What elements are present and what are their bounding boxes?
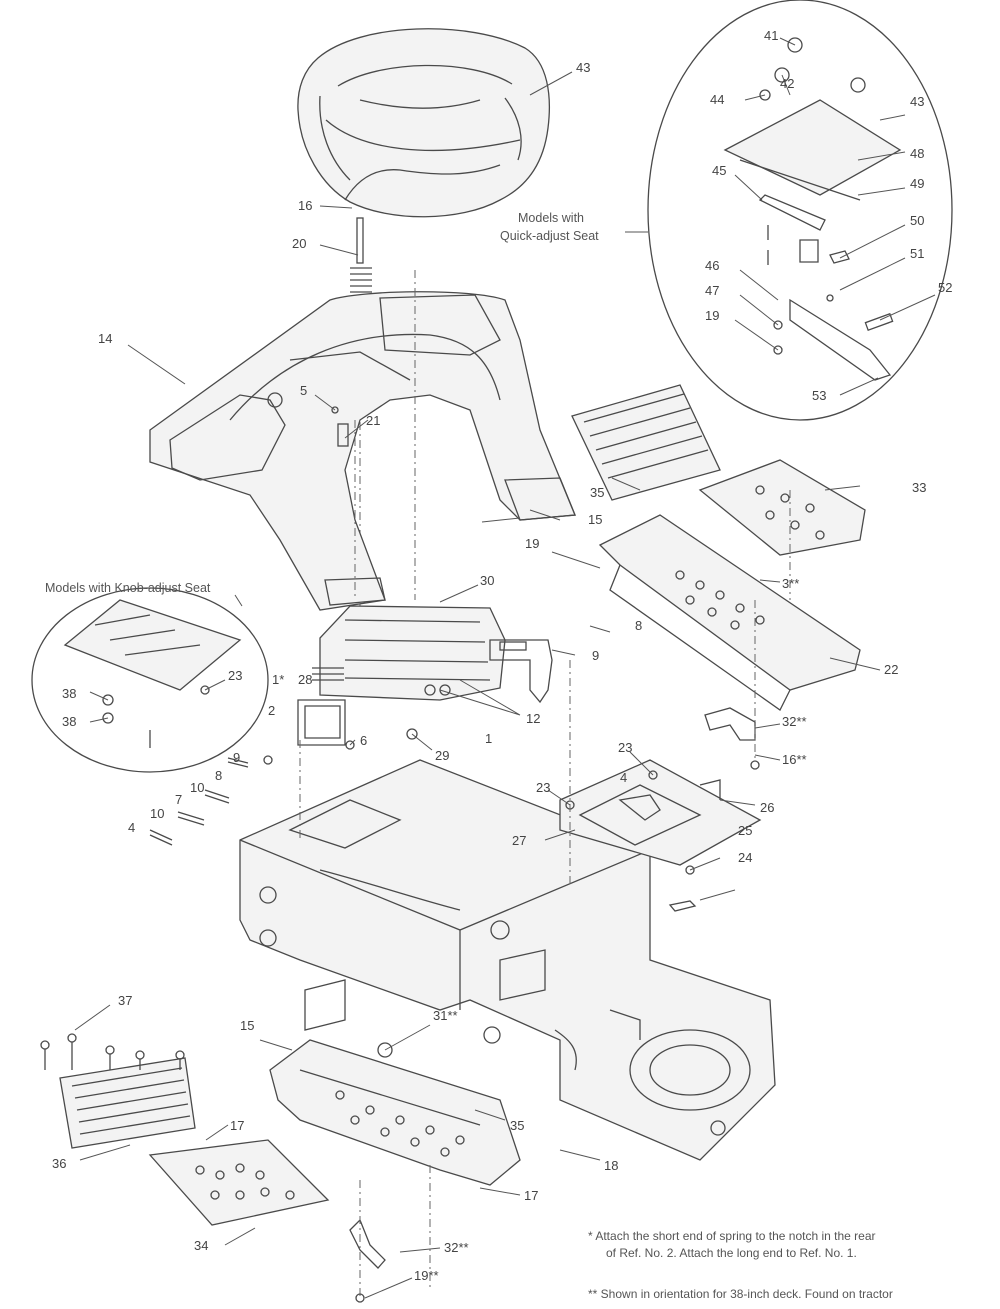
label-9: 9 — [592, 648, 599, 663]
seat-hinge-hardware — [297, 667, 418, 750]
quick-adjust-inset — [647, 0, 953, 421]
label-25: 25 — [738, 823, 752, 838]
label-23-right: 23 — [536, 780, 550, 795]
label-52: 52 — [938, 280, 952, 295]
label-16: 16 — [298, 198, 312, 213]
label-35: 35 — [590, 485, 604, 500]
label-26: 26 — [760, 800, 774, 815]
inset-captions: Models with Quick-adjust Seat Models wit… — [45, 211, 648, 595]
label-49: 49 — [910, 176, 924, 191]
bracket-32-bottom — [349, 1180, 386, 1303]
label-15: 15 — [588, 512, 602, 527]
label-12: 12 — [526, 711, 540, 726]
seat — [297, 28, 551, 218]
hardware-screws-left — [149, 755, 273, 846]
label-14: 14 — [98, 331, 112, 346]
label-29: 29 — [435, 748, 449, 763]
bracket-9 — [489, 639, 553, 704]
footnote-2: ** Shown in orientation for 38-inch deck… — [588, 1286, 988, 1303]
footrest-left — [269, 1039, 521, 1186]
label-10-lower: 10 — [150, 806, 164, 821]
label-50: 50 — [910, 213, 924, 228]
footnote-1-line2: of Ref. No. 2. Attach the long end to Re… — [606, 1246, 857, 1260]
label-1-star: 1* — [272, 672, 284, 687]
plate-left — [148, 1139, 330, 1226]
label-27: 27 — [512, 833, 526, 848]
mat-right — [571, 384, 721, 501]
label-4: 4 — [128, 820, 135, 835]
label-22: 22 — [884, 662, 898, 677]
label-45: 45 — [712, 163, 726, 178]
label-42: 42 — [780, 76, 794, 91]
label-8-left: 8 — [215, 768, 222, 783]
latch-plate-right — [559, 759, 762, 912]
footrest-right — [598, 514, 861, 711]
label-38-lower: 38 — [62, 714, 76, 729]
label-23-inset: 23 — [228, 668, 242, 683]
label-9-left: 9 — [233, 750, 240, 765]
label-51: 51 — [910, 246, 924, 261]
label-7: 7 — [175, 792, 182, 807]
leader-lines — [74, 37, 936, 1299]
label-30: 30 — [480, 573, 494, 588]
label-20: 20 — [292, 236, 306, 251]
mat-left — [40, 1033, 196, 1149]
footnote-1: * Attach the short end of spring to the … — [588, 1228, 988, 1262]
bracket-32-right — [704, 600, 760, 770]
knob-adjust-inset — [31, 587, 269, 773]
label-4-right: 4 — [620, 770, 627, 785]
label-5: 5 — [300, 383, 307, 398]
label-6: 6 — [360, 733, 367, 748]
label-47: 47 — [705, 283, 719, 298]
label-43-inset: 43 — [910, 94, 924, 109]
label-10: 10 — [190, 780, 204, 795]
label-34: 34 — [194, 1238, 208, 1253]
label-53: 53 — [812, 388, 826, 403]
footnote-2-line1: ** Shown in orientation for 38-inch deck… — [588, 1287, 893, 1301]
alignment-lines — [299, 270, 791, 1290]
tractor-frame — [239, 759, 776, 1161]
caption-knob-adjust: Models with Knob-adjust Seat — [45, 581, 211, 595]
label-24: 24 — [738, 850, 752, 865]
label-16-right: 16** — [782, 752, 807, 767]
label-28: 28 — [298, 672, 312, 687]
fender — [149, 291, 576, 611]
label-18: 18 — [604, 1158, 618, 1173]
label-17-lower: 17 — [524, 1188, 538, 1203]
label-44: 44 — [710, 92, 724, 107]
callout-labels: 43 16 20 14 5 21 15 19 30 9 8 12 1 1* 28… — [52, 28, 952, 1283]
label-3: 3** — [782, 576, 799, 591]
caption-quick-adjust-2: Quick-adjust Seat — [500, 229, 599, 243]
plate-right — [698, 459, 866, 556]
label-19-lower: 19** — [414, 1268, 439, 1283]
label-19: 19 — [525, 536, 539, 551]
label-35-lower: 35 — [510, 1118, 524, 1133]
label-38: 38 — [62, 686, 76, 701]
label-36: 36 — [52, 1156, 66, 1171]
label-33: 33 — [912, 480, 926, 495]
seat-plate — [319, 605, 506, 701]
label-43: 43 — [576, 60, 590, 75]
footnote-1-line1: * Attach the short end of spring to the … — [588, 1229, 876, 1243]
label-37: 37 — [118, 993, 132, 1008]
label-32-lower: 32** — [444, 1240, 469, 1255]
label-32: 32** — [782, 714, 807, 729]
label-31: 31** — [433, 1008, 458, 1023]
label-21: 21 — [366, 413, 380, 428]
caption-quick-adjust-1: Models with — [518, 211, 584, 225]
label-48: 48 — [910, 146, 924, 161]
label-41: 41 — [764, 28, 778, 43]
label-2: 2 — [268, 703, 275, 718]
label-8: 8 — [635, 618, 642, 633]
label-1: 1 — [485, 731, 492, 746]
label-15-left: 15 — [240, 1018, 254, 1033]
label-19-inset: 19 — [705, 308, 719, 323]
label-17: 17 — [230, 1118, 244, 1133]
label-46: 46 — [705, 258, 719, 273]
label-23: 23 — [618, 740, 632, 755]
